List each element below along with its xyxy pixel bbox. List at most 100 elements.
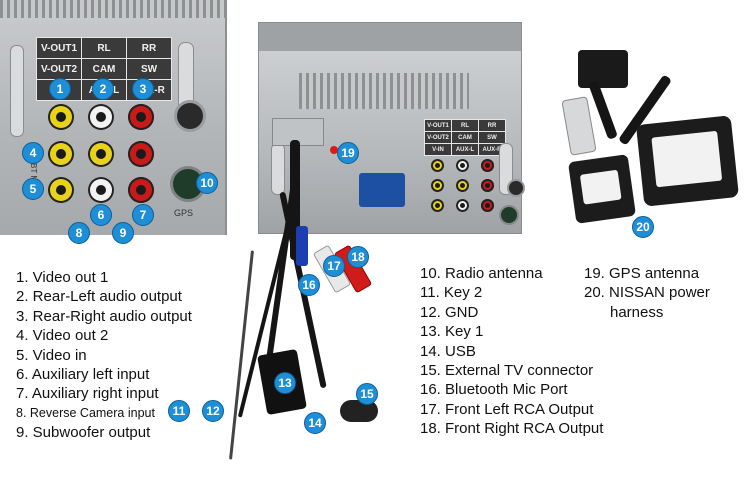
legend-item: 20. NISSAN power — [584, 284, 710, 302]
led-indicator — [330, 146, 338, 154]
port-label: V-OUT2 — [36, 58, 82, 80]
legend-item: 1. Video out 1 — [16, 269, 109, 286]
callout-marker: 3 — [132, 78, 154, 100]
callout-marker: 16 — [298, 274, 320, 296]
legend-item: 18. Front Right RCA Output — [420, 420, 604, 438]
rca-jack-yellow — [88, 141, 114, 167]
antenna-plug — [561, 96, 597, 156]
rca-jack-white — [456, 199, 469, 212]
callout-marker: 19 — [337, 142, 359, 164]
callout-marker: 10 — [196, 172, 218, 194]
legend-middle: 10. Radio antenna 11. Key 2 12. GND 13. … — [420, 264, 603, 439]
callout-marker: 2 — [92, 78, 114, 100]
harness-connector — [567, 154, 637, 224]
callout-marker: 20 — [632, 216, 654, 238]
port-label: SW — [478, 131, 506, 144]
mount-slot — [10, 45, 24, 137]
vent-grille — [299, 73, 469, 109]
callout-marker: 7 — [132, 204, 154, 226]
port-label: CAM — [81, 58, 127, 80]
legend-item: 6. Auxiliary left input — [16, 366, 150, 384]
rca-jack-yellow — [48, 177, 74, 203]
legend-item: 11. Key 2 — [420, 284, 483, 302]
legend-left: 1. Video out 1 2. Rear-Left audio output… — [16, 268, 192, 443]
mic-socket — [174, 100, 206, 132]
callout-marker: 6 — [90, 204, 112, 226]
cable — [290, 140, 300, 260]
port-label: V-IN — [424, 143, 452, 156]
legend-item: 9. Subwoofer output — [16, 424, 151, 442]
callout-marker: 18 — [347, 246, 369, 268]
callout-marker: 13 — [274, 372, 296, 394]
rear-panel-closeup: V-OUT1 RL RR V-OUT2 CAM SW V-IN AUX-L AU… — [0, 0, 227, 235]
callout-marker: 4 — [22, 142, 44, 164]
legend-item: 16. Bluetooth Mic Port — [420, 381, 568, 399]
vent-grille — [0, 0, 225, 18]
port-label: RR — [478, 119, 506, 132]
mount-slot — [271, 143, 285, 195]
legend-item: 8. Reverse Camera input — [16, 405, 155, 420]
callout-marker: 1 — [49, 78, 71, 100]
gps-plug — [578, 50, 628, 88]
connector-blue — [296, 226, 308, 266]
side-label: GPS — [174, 208, 194, 218]
harness-connector — [635, 115, 740, 207]
cable — [229, 250, 254, 460]
port-label: AUX-L — [451, 143, 479, 156]
rca-jack-yellow — [431, 159, 444, 172]
legend-item: 15. External TV connector — [420, 362, 594, 380]
port-label: RL — [81, 37, 127, 59]
legend-item: 4. Video out 2 — [16, 327, 109, 345]
port-label-table: V-OUT1 RL RR V-OUT2 CAM SW V-IN AUX-L AU… — [36, 37, 172, 101]
rca-jack-red — [128, 141, 154, 167]
port-label: RL — [451, 119, 479, 132]
legend-item: 3. Rear-Right audio output — [16, 307, 192, 325]
legend-item: 2. Rear-Left audio output — [16, 288, 182, 306]
port-label: AUX-R — [478, 143, 506, 156]
rca-jack-red — [128, 177, 154, 203]
callout-marker: 8 — [68, 222, 90, 244]
rca-jack-yellow — [431, 179, 444, 192]
rca-jack-yellow — [456, 179, 469, 192]
port-label: V-OUT1 — [424, 119, 452, 132]
rca-jack-yellow — [431, 199, 444, 212]
sticker-label — [359, 173, 405, 207]
port-label: CAM — [451, 131, 479, 144]
gps-socket — [499, 205, 519, 225]
legend-item: 14. USB — [420, 342, 476, 360]
rca-jack-red — [128, 104, 154, 130]
callout-marker: 17 — [323, 255, 345, 277]
rca-jack-red — [481, 199, 494, 212]
top-rail — [259, 23, 521, 51]
tv-connector — [340, 400, 378, 422]
legend-item: 7. Auxiliary right input — [16, 385, 159, 403]
connector-face — [579, 169, 622, 205]
rca-jack-white — [456, 159, 469, 172]
legend-item: 5. Video in — [16, 346, 87, 364]
callout-marker: 14 — [304, 412, 326, 434]
port-label: SW — [126, 58, 172, 80]
legend-item: 12. GND — [420, 303, 479, 321]
legend-item: 17. Front Left RCA Output — [420, 400, 594, 418]
rca-jack-white — [88, 177, 114, 203]
rca-jack-red — [481, 159, 494, 172]
port-label-table: V-OUT1 RL RR V-OUT2 CAM SW V-IN AUX-L AU… — [424, 119, 506, 156]
callout-marker: 5 — [22, 178, 44, 200]
legend-item: 13. Key 1 — [420, 323, 484, 341]
rca-jack-white — [88, 104, 114, 130]
rca-jack-yellow — [48, 104, 74, 130]
cable-clamp — [272, 118, 324, 146]
port-label: RR — [126, 37, 172, 59]
rca-jack-red — [481, 179, 494, 192]
callout-marker: 15 — [356, 383, 378, 405]
connector-face — [651, 130, 723, 188]
legend-item: 10. Radio antenna — [420, 265, 543, 282]
mic-socket — [507, 179, 525, 197]
port-label: V-OUT1 — [36, 37, 82, 59]
callout-marker: 9 — [112, 222, 134, 244]
port-label: V-OUT2 — [424, 131, 452, 144]
callout-marker: 11 — [168, 400, 190, 422]
legend-right: 19. GPS antenna 20. NISSAN power harness — [584, 264, 710, 322]
legend-item: harness — [610, 303, 664, 321]
legend-item: 19. GPS antenna — [584, 265, 700, 282]
